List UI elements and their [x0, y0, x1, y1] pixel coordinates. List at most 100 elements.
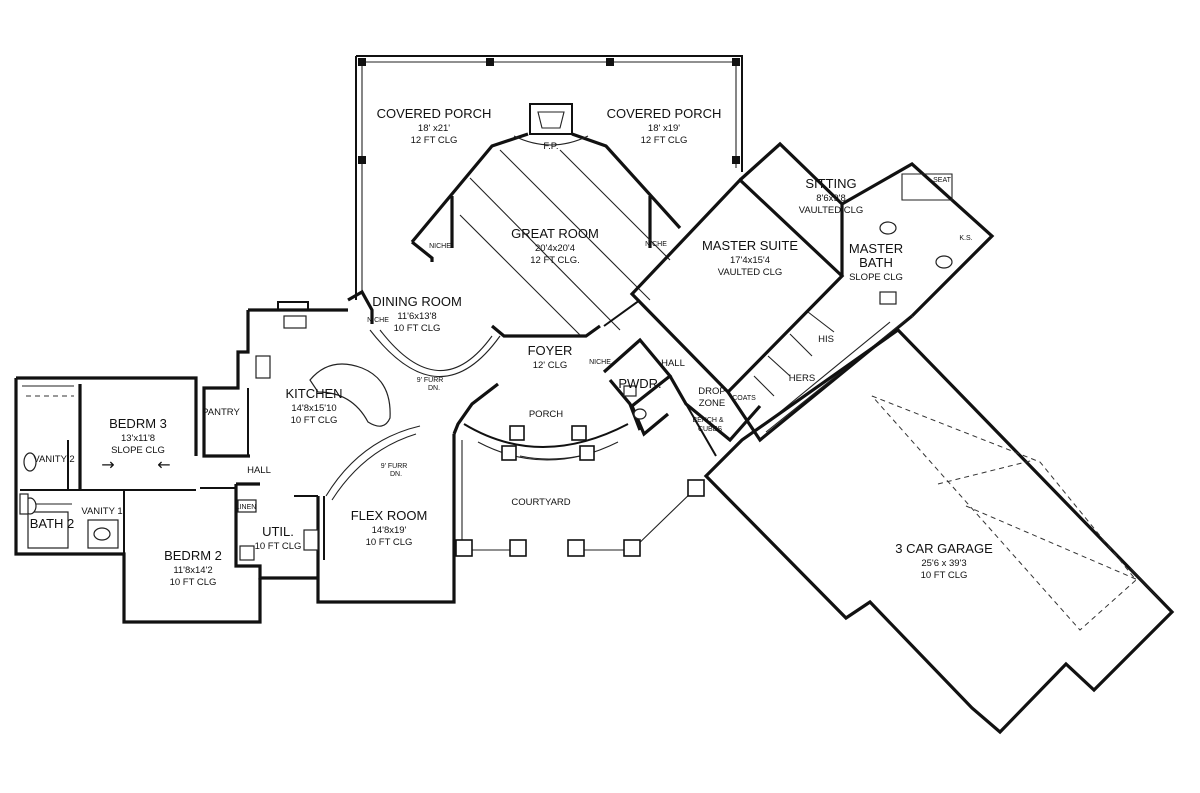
room-ceiling: SLOPE CLG — [849, 272, 903, 283]
label-master-bath: MASTER BATH SLOPE CLG — [849, 241, 903, 283]
room-name: COVERED PORCH — [377, 106, 492, 121]
label-covered-porch-left: COVERED PORCH 18' x21' 12 FT CLG — [377, 106, 492, 146]
label-garage: 3 CAR GARAGE 25'6 x 39'3 10 FT CLG — [895, 541, 993, 581]
label-flex-room: FLEX ROOM 14'8x19' 10 FT CLG — [351, 508, 428, 548]
label-bedroom-3: BEDRM 3 13'x11'8 SLOPE CLG → ← — [101, 416, 170, 474]
kitchen-island — [309, 363, 391, 427]
his-closet-label: HIS — [818, 334, 834, 345]
room-name-line2: BATH — [859, 255, 893, 270]
dining-room-walls — [347, 289, 501, 378]
bench-label: BENCH & — [692, 417, 723, 424]
room-dims: 20'4x20'4 — [535, 243, 575, 254]
niche-label: NICHE — [645, 241, 667, 248]
room-ceiling: 10 FT CLG — [394, 323, 441, 334]
great-room-walls — [410, 132, 682, 338]
label-covered-porch-right: COVERED PORCH 18' x19' 12 FT CLG — [607, 106, 722, 146]
room-dims: 14'8x19' — [372, 525, 407, 536]
room-name: COVERED PORCH — [607, 106, 722, 121]
hall-label-left: HALL — [247, 465, 271, 476]
label-bedroom-2: BEDRM 2 11'8x14'2 10 FT CLG — [164, 548, 222, 588]
drop-zone-label: DROP — [698, 386, 725, 397]
ks-label: K.S. — [959, 235, 972, 242]
niche-label: NICHE — [589, 359, 611, 366]
covered-porch-outline — [355, 55, 743, 300]
garage-walls — [703, 327, 1175, 735]
room-ceiling: 10 FT CLG — [921, 570, 968, 581]
master-bath-fixtures — [879, 173, 953, 305]
linen-label: LINEN — [236, 504, 257, 511]
room-name: MASTER — [849, 241, 903, 256]
label-util: UTIL. 10 FT CLG — [255, 524, 302, 552]
room-ceiling: 10 FT CLG — [170, 577, 217, 588]
room-ceiling: VAULTED CLG — [718, 267, 783, 278]
seat-label: SEAT — [933, 177, 951, 184]
hall-label-right: HALL — [661, 358, 685, 369]
entry-porch — [463, 423, 629, 461]
niche-label: NICHE — [367, 317, 389, 324]
courtyard-outline — [455, 440, 705, 557]
coats-label: COATS — [732, 395, 756, 402]
room-dims: 14'8x15'10 — [291, 403, 336, 414]
room-name: MASTER SUITE — [702, 238, 798, 253]
label-dining-room: DINING ROOM 11'6x13'8 10 FT CLG — [372, 294, 462, 334]
furr-down-label-line2: DN. — [428, 385, 440, 392]
bedroom-wing-walls — [14, 376, 262, 624]
arrow-right-icon: → — [101, 455, 114, 474]
niche-label: NICHE — [429, 243, 451, 250]
drop-zone-label-line2: ZONE — [699, 398, 725, 409]
fireplace — [513, 103, 589, 146]
room-dims: 11'8x14'2 — [173, 565, 212, 576]
room-name: BEDRM 3 — [109, 416, 167, 431]
room-ceiling: 12 FT CLG — [641, 135, 688, 146]
bath-fixtures — [19, 452, 111, 541]
service-hall-walls — [602, 337, 762, 457]
room-name: GREAT ROOM — [511, 226, 599, 241]
room-name: KITCHEN — [285, 386, 342, 401]
furr-down-label-line2: DN. — [390, 471, 402, 478]
label-foyer: FOYER 12' CLG — [528, 343, 573, 371]
room-ceiling: 10 FT CLG — [366, 537, 413, 548]
kitchen-walls — [202, 301, 348, 458]
room-name: SITTING — [805, 176, 856, 191]
room-ceiling: 12 FT CLG. — [530, 255, 579, 266]
room-ceiling: SLOPE CLG — [111, 445, 165, 456]
porch-columns — [358, 58, 740, 164]
room-ceiling: 12 FT CLG — [411, 135, 458, 146]
room-dims: 17'4x15'4 — [730, 255, 770, 266]
room-name: BEDRM 2 — [164, 548, 222, 563]
room-name: 3 CAR GARAGE — [895, 541, 993, 556]
arrow-left-icon: ← — [157, 455, 170, 474]
label-kitchen: KITCHEN 14'8x15'10 10 FT CLG — [285, 386, 342, 426]
room-ceiling: 10 FT CLG — [255, 541, 302, 552]
room-ceiling: 10 FT CLG — [291, 415, 338, 426]
hers-closet-label: HERS — [789, 373, 815, 384]
room-ceiling: 12' CLG — [533, 360, 568, 371]
room-dims: 18' x19' — [648, 123, 680, 134]
bench-label-line2: CUBES — [698, 426, 722, 433]
fireplace-label: F.P. — [543, 141, 558, 152]
room-name: DINING ROOM — [372, 294, 462, 309]
label-great-room: GREAT ROOM 20'4x20'4 12 FT CLG. — [511, 226, 599, 266]
pwdr-label: PWDR. — [618, 376, 661, 391]
room-dims: 13'x11'8 — [121, 433, 155, 444]
label-sitting: SITTING 8'6x9'8 VAULTED CLG — [799, 176, 864, 216]
room-name: UTIL. — [262, 524, 294, 539]
closet-racks — [753, 311, 835, 397]
furr-down-label: 9' FURR — [417, 377, 444, 384]
vanity-1-label: VANITY 1 — [81, 506, 122, 517]
porch-label: PORCH — [529, 409, 563, 420]
room-name: FOYER — [528, 343, 573, 358]
util-room-walls — [234, 482, 319, 580]
foyer-walls — [452, 299, 642, 435]
room-dims: 11'6x13'8 — [397, 311, 436, 322]
room-dims: 25'6 x 39'3 — [921, 558, 966, 569]
room-name: FLEX ROOM — [351, 508, 428, 523]
pantry-label: PANTRY — [202, 407, 240, 418]
furr-down-label: 9' FURR — [381, 463, 408, 470]
bath-2-label: BATH 2 — [30, 516, 75, 531]
room-ceiling: VAULTED CLG — [799, 205, 864, 216]
vanity-2-label: VANITY 2 — [33, 454, 74, 465]
room-dims: 18' x21' — [418, 123, 450, 134]
courtyard-label: COURTYARD — [511, 497, 570, 508]
